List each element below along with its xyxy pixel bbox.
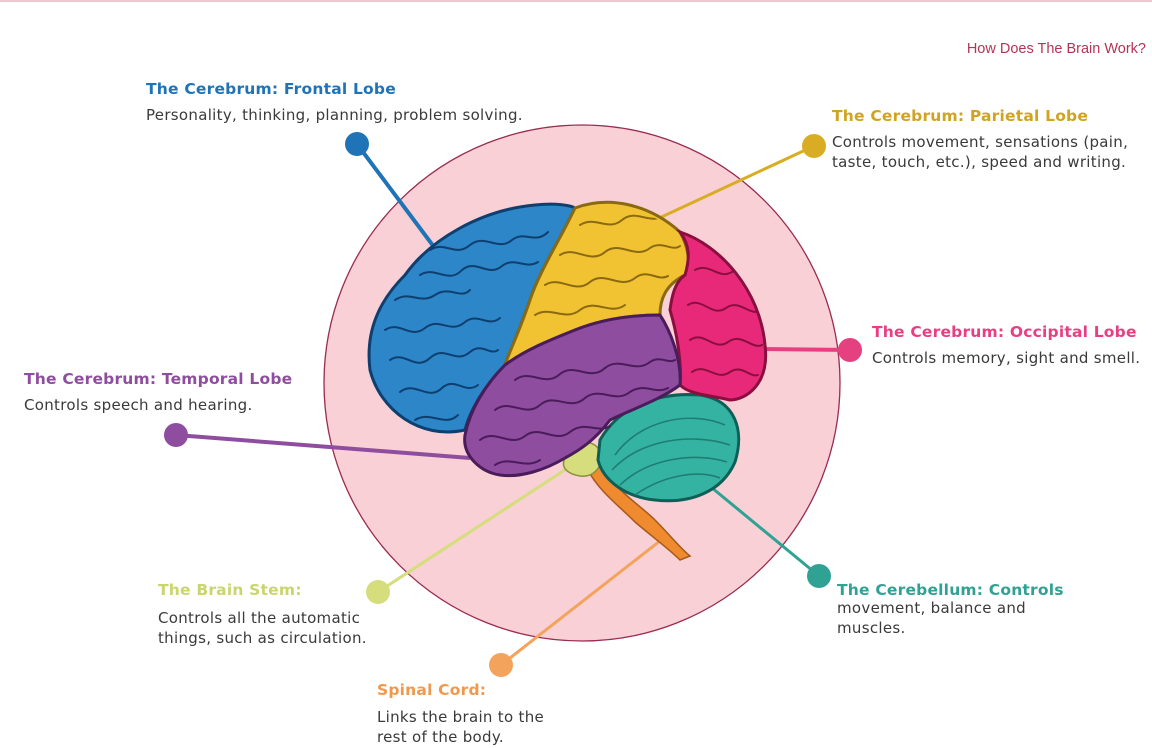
callout-spinal-cord: Spinal Cord: Links the brain to the rest… — [377, 681, 557, 747]
callout-description: Personality, thinking, planning, problem… — [146, 106, 523, 124]
callout-description: Controls speech and hearing. — [24, 396, 253, 414]
parietal-gyri — [534, 214, 681, 316]
parietal-connector-line — [654, 144, 815, 222]
callout-title: The Brain Stem: — [158, 581, 302, 599]
temporal-connector-line — [175, 433, 471, 460]
cerebellum-folds — [611, 417, 731, 496]
temporal-gyri — [479, 358, 676, 466]
frontal-marker-dot — [345, 132, 369, 156]
occipital-connector-line — [759, 347, 851, 352]
occipital-gyri — [687, 267, 763, 377]
callout-title: The Cerebellum: Controls — [837, 581, 1064, 599]
callout-parietal-lobe: The Cerebrum: Parietal Lobe Controls mov… — [832, 107, 1132, 172]
callout-title: Spinal Cord: — [377, 681, 487, 699]
callout-description: Controls memory, sight and smell. — [872, 349, 1141, 367]
callout-title: The Cerebrum: Temporal Lobe — [24, 370, 293, 388]
callout-frontal-lobe: The Cerebrum: Frontal Lobe Personality, … — [146, 80, 566, 126]
occipital-marker-dot — [838, 338, 862, 362]
top-divider — [0, 0, 1152, 2]
callout-description: movement, balance and muscles. — [837, 599, 1027, 637]
callout-description: Links the brain to the rest of the body. — [377, 708, 545, 746]
spinal-cord-shape — [586, 464, 692, 561]
spinal-cord-connector-line — [500, 535, 666, 667]
frontal-connector-line — [355, 142, 442, 257]
brain-stem-marker-dot — [366, 580, 390, 604]
temporal-marker-dot — [164, 423, 188, 447]
cerebellum-connector-line — [699, 476, 820, 578]
callout-title: The Cerebrum: Parietal Lobe — [832, 107, 1089, 125]
page-header-link[interactable]: How Does The Brain Work? — [966, 41, 1146, 57]
callout-temporal-lobe: The Cerebrum: Temporal Lobe Controls spe… — [24, 370, 314, 416]
callout-title: The Cerebrum: Occipital Lobe — [872, 323, 1137, 341]
spinal-cord-marker-dot — [489, 653, 513, 677]
parietal-marker-dot — [802, 134, 826, 158]
callout-cerebellum: The Cerebellum: Controls movement, balan… — [837, 581, 1077, 638]
callout-occipital-lobe: The Cerebrum: Occipital Lobe Controls me… — [872, 323, 1147, 369]
callout-title: The Cerebrum: Frontal Lobe — [146, 80, 396, 98]
cerebellum-marker-dot — [807, 564, 831, 588]
callout-description: Controls all the automatic things, such … — [158, 609, 367, 647]
occipital-lobe-shape — [668, 229, 768, 402]
frontal-gyri — [384, 231, 549, 421]
brain-stem-connector-line — [377, 458, 581, 594]
temporal-lobe-shape — [463, 313, 682, 478]
callout-brain-stem: The Brain Stem: Controls all the automat… — [158, 581, 378, 648]
callout-description: Controls movement, sensations (pain, tas… — [832, 133, 1129, 171]
